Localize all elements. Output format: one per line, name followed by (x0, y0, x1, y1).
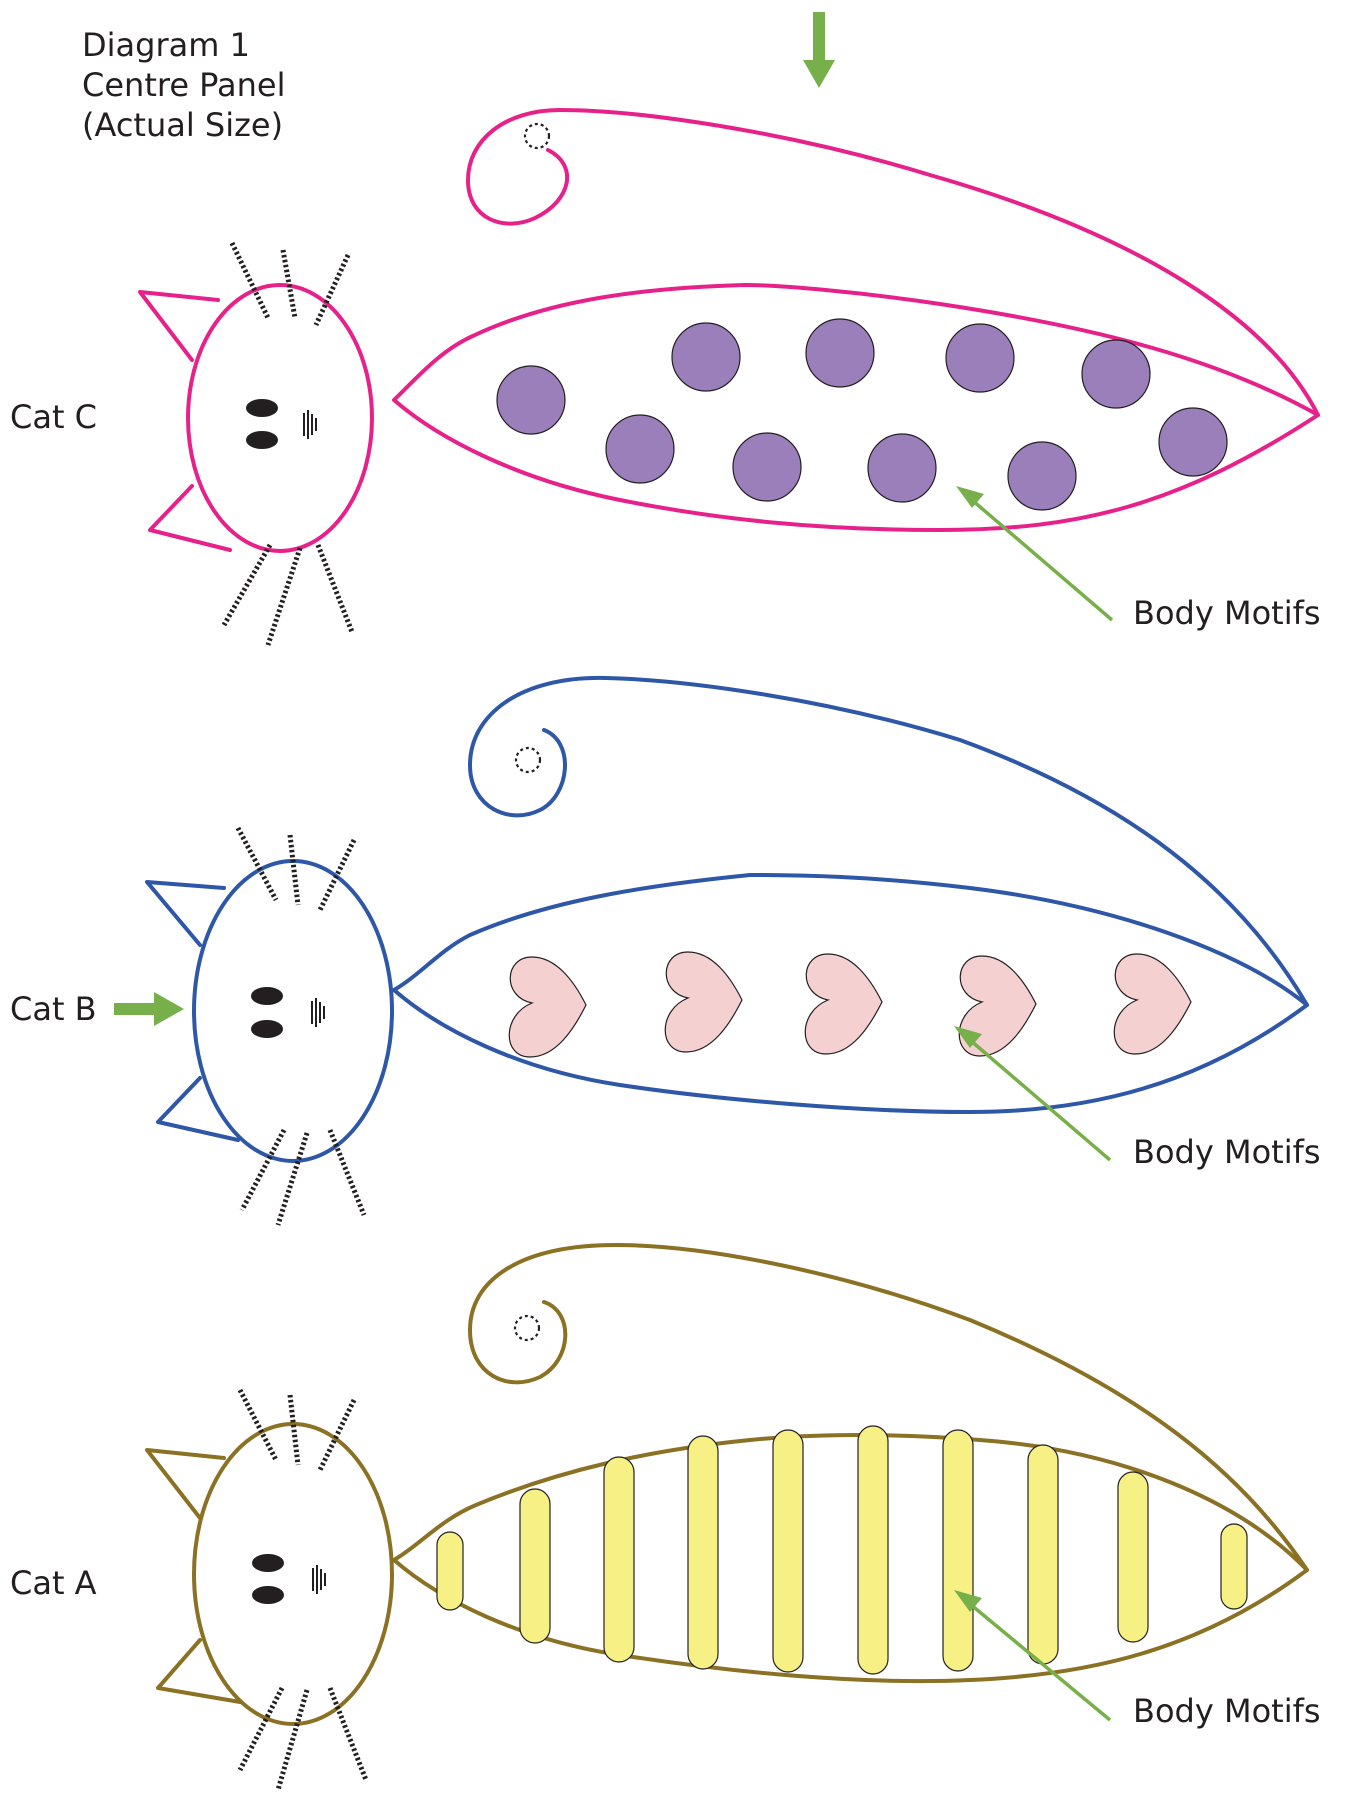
body-motif-dot (606, 415, 674, 483)
body-motif-stripe (1118, 1472, 1148, 1642)
body-motif-dot (806, 319, 874, 387)
body-motif-dot (1159, 408, 1227, 476)
cat-a-stripe-motifs (437, 1426, 1247, 1674)
cat-b-heart-motifs (509, 952, 1191, 1057)
diagram-title-line-3: (Actual Size) (82, 106, 283, 144)
body-motif-heart (805, 954, 882, 1054)
body-motif-stripe (1028, 1445, 1058, 1664)
cat-b-motif-label: Body Motifs (1133, 1133, 1321, 1171)
cat-b-head (194, 861, 392, 1161)
cat-a-nose-icon (313, 1565, 325, 1594)
cat-b-eye-top (251, 987, 283, 1005)
cat-a-ear-bottom (158, 1640, 240, 1702)
body-motif-dot (868, 434, 936, 502)
cat-c-dot-motifs (497, 319, 1227, 510)
cat-b-motif-pointer (954, 1026, 1110, 1160)
body-motif-stripe (520, 1489, 550, 1643)
cat-b-nose-icon (312, 998, 324, 1027)
cat-b-figure (147, 678, 1307, 1161)
cat-c-motif-label: Body Motifs (1133, 594, 1321, 632)
cat-a-head (194, 1424, 392, 1724)
body-motif-dot (1082, 340, 1150, 408)
cat-c-eye-bottom (246, 431, 278, 449)
diagram-title-line-1: Diagram 1 (82, 26, 250, 64)
diagram-title-line-2: Centre Panel (82, 66, 286, 104)
cat-b-tail-tip-circle (516, 748, 540, 772)
cat-b-tail (470, 678, 1307, 1005)
body-motif-dot (946, 324, 1014, 392)
cat-c-figure (140, 110, 1318, 551)
body-motif-stripe (437, 1532, 463, 1610)
body-motif-dot (733, 433, 801, 501)
cat-b-ear-bottom (158, 1078, 238, 1140)
body-motif-stripe (773, 1430, 803, 1672)
cat-b-label: Cat B (10, 990, 97, 1028)
cat-b-ear-top (147, 882, 224, 945)
cat-c-ear-top (140, 292, 218, 360)
cat-b-pointer-arrow (114, 992, 184, 1026)
cat-c-label: Cat C (10, 398, 97, 436)
cat-c-nose-icon (304, 410, 316, 439)
body-motif-stripe (688, 1436, 718, 1669)
body-motif-stripe (943, 1430, 973, 1671)
body-motif-heart (665, 952, 742, 1052)
cat-a-eye-bottom (252, 1586, 284, 1604)
cat-c-head (188, 285, 372, 551)
cat-b-face (251, 748, 540, 1038)
body-motif-heart (1114, 954, 1191, 1054)
cat-c-whiskers (224, 243, 352, 645)
body-motif-dot (1008, 442, 1076, 510)
cat-c-eye-top (246, 399, 278, 417)
cat-a-eye-top (252, 1554, 284, 1572)
body-motif-dot (672, 323, 740, 391)
body-motif-dot (497, 366, 565, 434)
cat-c-tail-tip-circle (525, 124, 549, 148)
body-motif-stripe (1221, 1524, 1247, 1609)
body-motif-heart (509, 957, 586, 1057)
cat-a-motif-label: Body Motifs (1133, 1692, 1321, 1730)
cat-a-tail-tip-circle (515, 1316, 539, 1340)
cat-c-tail (468, 110, 1318, 415)
top-pointer-arrow (803, 12, 835, 88)
cat-b-eye-bottom (251, 1020, 283, 1038)
body-motif-stripe (604, 1457, 634, 1662)
body-motif-stripe (858, 1426, 888, 1674)
cat-a-label: Cat A (10, 1564, 97, 1602)
